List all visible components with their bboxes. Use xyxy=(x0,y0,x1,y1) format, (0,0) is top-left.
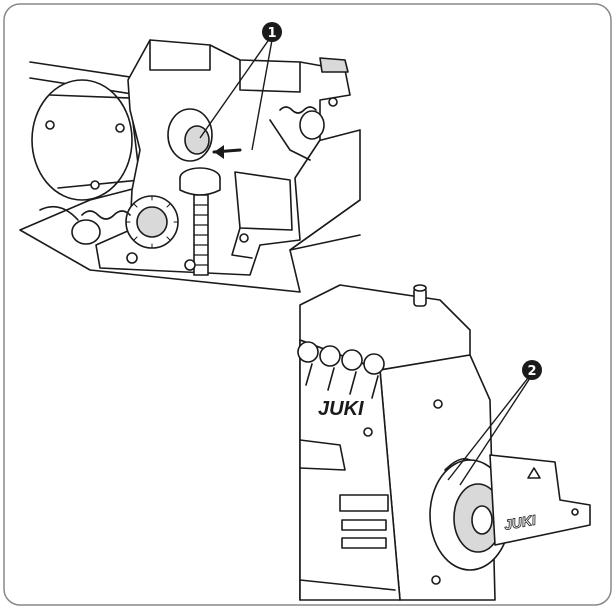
gear-hub xyxy=(136,206,168,238)
callout-2-leader xyxy=(459,377,531,486)
side-cover xyxy=(31,79,133,201)
frame-top-bracket-2 xyxy=(239,59,301,93)
gear-teeth xyxy=(125,195,179,249)
knob-body xyxy=(179,177,221,196)
wheel-groove xyxy=(444,457,471,471)
side-screw xyxy=(431,575,441,585)
front-logo: JUKI xyxy=(318,398,364,420)
base-screw xyxy=(184,259,196,271)
base-screw xyxy=(126,252,138,264)
callout-2: 2 xyxy=(447,360,542,486)
tension-dials xyxy=(297,341,385,399)
bed-edge xyxy=(289,199,361,251)
screw xyxy=(115,123,125,133)
base-line xyxy=(299,579,396,591)
callout-1-label: 1 xyxy=(267,26,276,41)
callout-1-badge xyxy=(262,22,282,42)
callout-1-leader-2 xyxy=(251,39,273,151)
left-spring xyxy=(81,210,131,220)
block-foot xyxy=(231,227,253,259)
top-detail-view xyxy=(19,39,361,293)
front-opening xyxy=(299,439,346,471)
tension-arm xyxy=(269,119,311,161)
side-screw xyxy=(433,399,443,409)
label-plate xyxy=(339,494,389,512)
callout-2-leader-2 xyxy=(447,377,529,481)
left-knob xyxy=(71,219,101,245)
side-logo: JUKI xyxy=(503,511,538,532)
callout-2-label: 2 xyxy=(527,364,536,379)
screw xyxy=(90,180,100,190)
spool-cap xyxy=(413,284,427,292)
bottom-machine-view: JUKI JUKI xyxy=(297,284,591,601)
callout-2-badge xyxy=(522,360,542,380)
spring-post xyxy=(299,110,325,140)
callout-1-leader xyxy=(199,37,271,139)
top-screw xyxy=(328,97,338,107)
side-bracket xyxy=(489,454,591,546)
warning-mark xyxy=(527,467,541,479)
side-screw xyxy=(363,427,373,437)
block-screw xyxy=(239,233,249,243)
frame-top-bracket xyxy=(149,39,211,71)
push-arrow-head xyxy=(214,145,224,159)
top-tab xyxy=(319,57,349,73)
bracket-screw xyxy=(571,508,579,516)
guide-block xyxy=(234,171,293,231)
label-plate-3 xyxy=(341,537,387,549)
label-plate-2 xyxy=(341,519,387,531)
spring-coil xyxy=(279,106,317,114)
callout-1: 1 xyxy=(199,22,282,151)
screw xyxy=(45,120,55,130)
screw-thread xyxy=(193,204,209,266)
thread-wire xyxy=(39,205,79,221)
hand-wheel-hub xyxy=(471,505,493,535)
